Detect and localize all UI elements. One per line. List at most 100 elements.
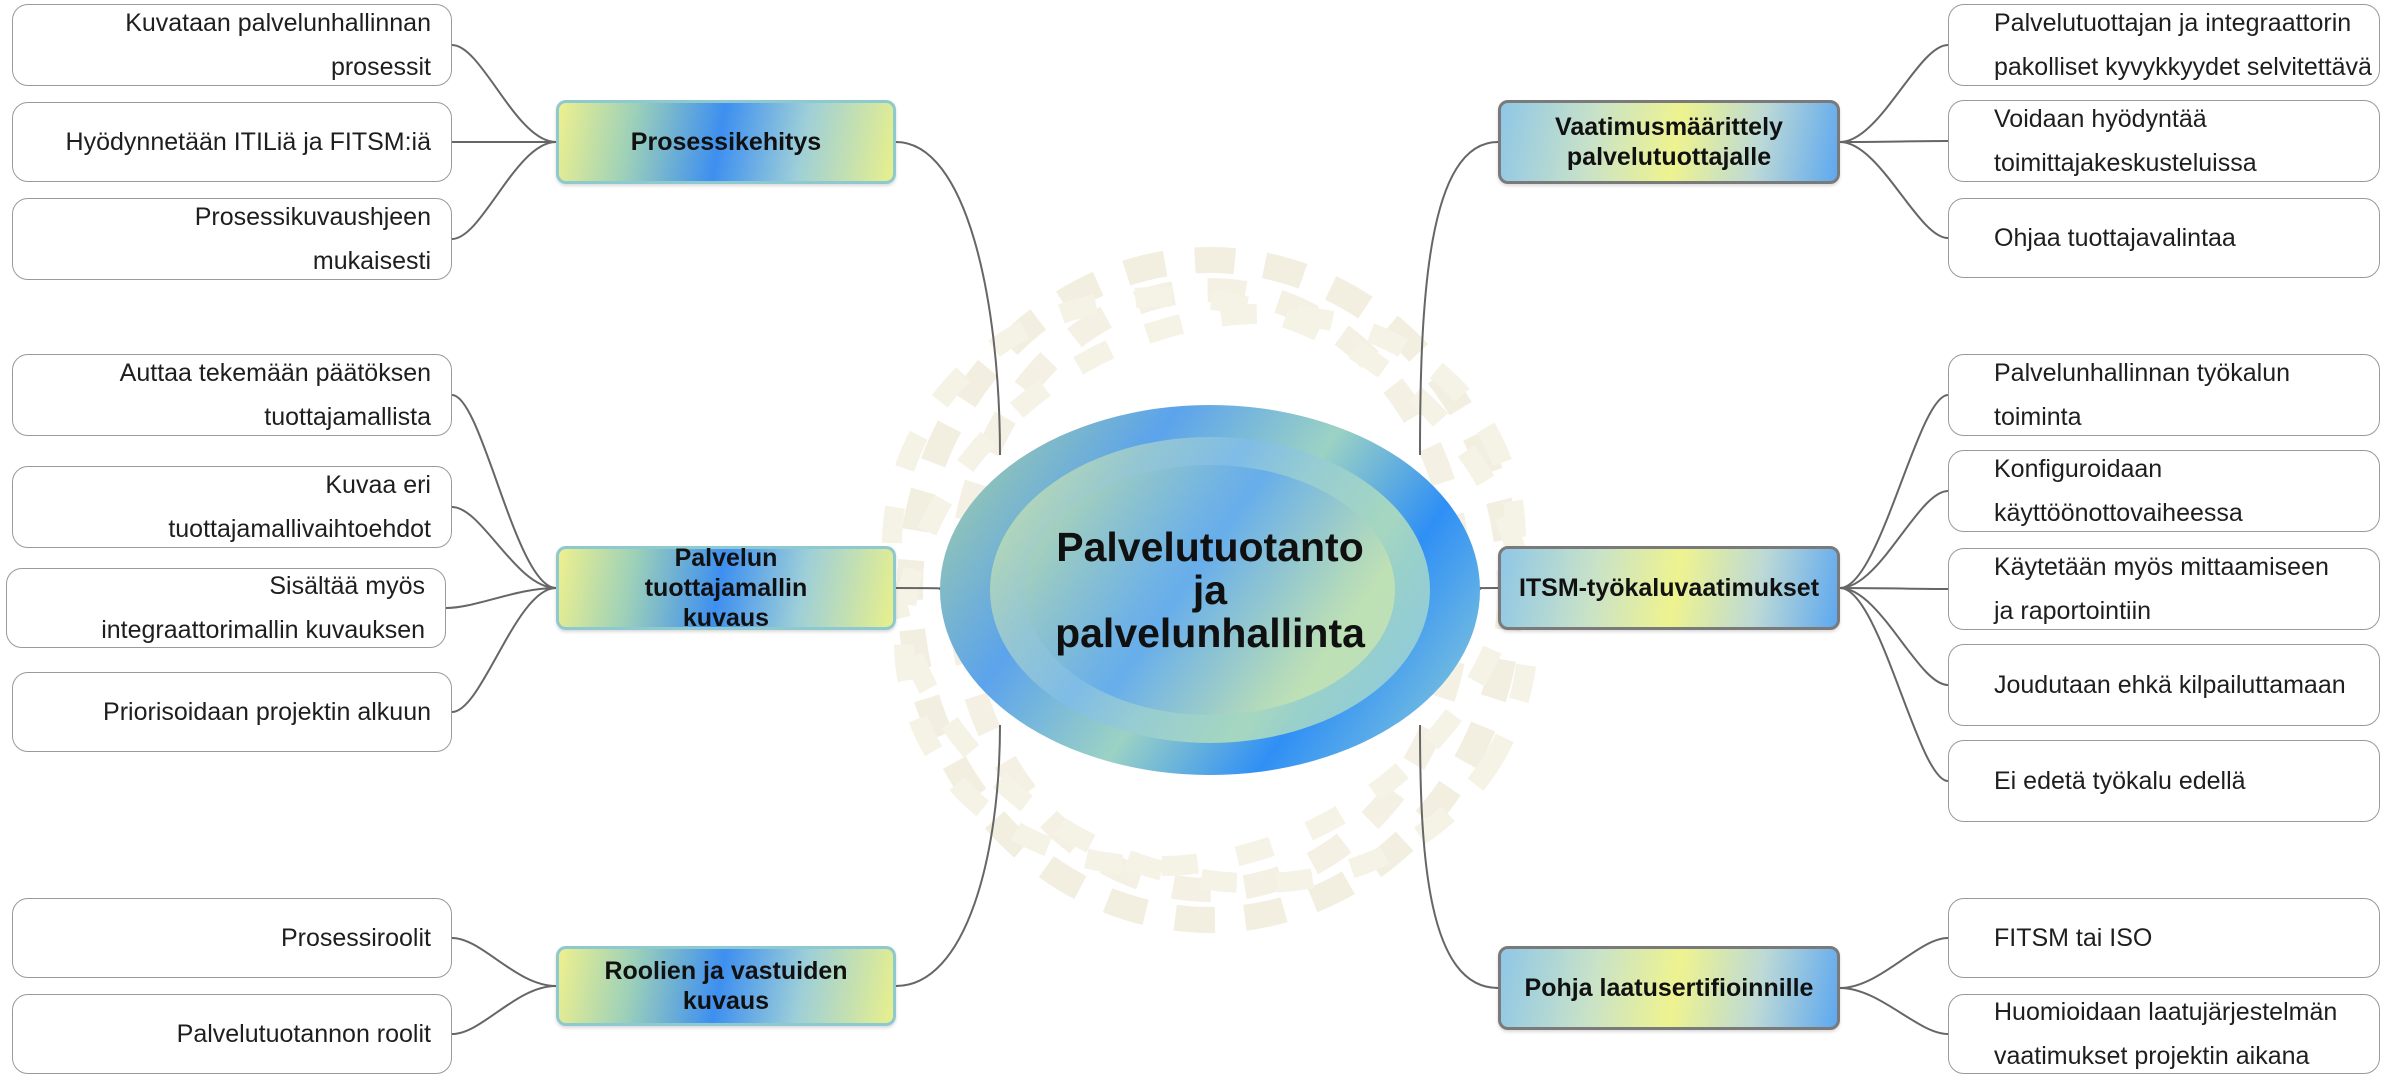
central-topic-line: Palvelutuotanto: [1056, 523, 1364, 570]
branch-label-line: Prosessikehitys: [630, 128, 822, 156]
leaf-text-line: Priorisoidaan projektin alkuun: [103, 698, 431, 726]
leaf-node[interactable]: Palvelutuotannon roolit: [12, 994, 452, 1074]
leaf-node[interactable]: Ohjaa tuottajavalintaa: [1948, 198, 2380, 278]
leaf-text-line: Käytetään myös mittaamiseen: [1994, 553, 2329, 581]
leaf-text-line: toiminta: [1994, 403, 2082, 431]
connector-line: [1839, 141, 1949, 239]
central-topic-title: Palvelutuotanto ja palvelunhallinta: [1055, 523, 1365, 656]
leaf-node[interactable]: Sisältää myös integraattorimallin kuvauks…: [6, 568, 446, 648]
branch-label-line: palvelutuottajalle: [1566, 143, 1772, 171]
leaf-node[interactable]: Hyödynnetään ITILiä ja FITSM:iä: [12, 102, 452, 182]
branch-label: Pohja laatusertifioinnille: [1525, 973, 1814, 1003]
connector-line: [895, 724, 1001, 987]
leaf-text-line: mukaisesti: [312, 247, 431, 275]
leaf-text-line: Konfiguroidaan: [1994, 455, 2163, 483]
central-topic-line: ja: [1192, 566, 1228, 613]
connector-line: [1839, 44, 1949, 143]
leaf-text-line: Voidaan hyödyntää: [1994, 105, 2207, 133]
branch-label-line: Roolien ja vastuiden kuvaus: [604, 957, 848, 1015]
leaf-node[interactable]: FITSM tai ISO: [1948, 898, 2380, 978]
branch-itsm[interactable]: ITSM-työkaluvaatimukset: [1498, 546, 1840, 630]
leaf-text-line: tuottajamallista: [264, 403, 431, 431]
branch-label: ITSM-työkaluvaatimukset: [1519, 573, 1819, 603]
leaf-text-line: Kuvataan palvelunhallinnan: [125, 9, 431, 37]
leaf-node[interactable]: Palvelunhallinnan työkalun toiminta: [1948, 354, 2380, 436]
branch-prosessikehitys[interactable]: Prosessikehitys: [556, 100, 896, 184]
leaf-node[interactable]: Kuvaa eri tuottajamallivaihtoehdot: [12, 466, 452, 548]
connector-line: [451, 587, 557, 713]
central-ring-inner: [1025, 465, 1395, 715]
branch-laatusertifiointi[interactable]: Pohja laatusertifioinnille: [1498, 946, 1840, 1030]
leaf-text-line: integraattorimallin kuvauksen: [101, 616, 425, 644]
leaf-text-line: Sisältää myös: [269, 572, 425, 600]
leaf-node[interactable]: Kuvataan palvelunhallinnan prosessit: [12, 4, 452, 86]
branch-label-line: Vaatimusmäärittely: [1555, 113, 1783, 141]
connector-line: [451, 985, 557, 1035]
leaf-text-line: Prosessikuvaushjeen: [194, 203, 431, 231]
leaf-text-line: Kuvaa eri: [325, 471, 431, 499]
branch-label: Prosessikehitys: [631, 127, 821, 157]
leaf-text-line: vaatimukset projektin aikana: [1994, 1042, 2310, 1070]
connector-line: [451, 937, 557, 987]
connector-line: [895, 141, 1001, 456]
leaf-text-line: Joudutaan ehkä kilpailuttamaan: [1994, 671, 2346, 699]
leaf-node[interactable]: Prosessikuvaushjeen mukaisesti: [12, 198, 452, 280]
connector-line: [1419, 724, 1499, 989]
leaf-text-line: Auttaa tekemään päätöksen: [119, 359, 431, 387]
leaf-text-line: Huomioidaan laatujärjestelmän: [1994, 998, 2338, 1026]
connector-line: [1839, 140, 1949, 143]
leaf-text-line: Prosessiroolit: [280, 924, 431, 952]
central-topic[interactable]: Palvelutuotanto ja palvelunhallinta: [940, 405, 1480, 775]
leaf-text-line: prosessit: [330, 53, 431, 81]
connector-line: [1839, 587, 1949, 590]
branch-label-line: Palvelun: [674, 544, 778, 572]
leaf-text-line: pakolliset kyvykkyydet selvitettävä: [1994, 53, 2372, 81]
connector-line: [1839, 394, 1949, 589]
leaf-text-line: Hyödynnetään ITILiä ja FITSM:iä: [65, 128, 431, 156]
branch-label: Roolien ja vastuiden kuvaus: [559, 956, 893, 1016]
connector-line: [451, 141, 557, 240]
connector-line: [1839, 987, 1949, 1035]
leaf-node[interactable]: Huomioidaan laatujärjestelmän vaatimukset…: [1948, 994, 2380, 1074]
branch-roolit[interactable]: Roolien ja vastuiden kuvaus: [556, 946, 896, 1026]
leaf-node[interactable]: Palvelutuottajan ja integraattorin pakoll…: [1948, 4, 2380, 86]
leaf-text-line: Ohjaa tuottajavalintaa: [1994, 224, 2236, 252]
leaf-text-line: tuottajamallivaihtoehdot: [168, 515, 431, 543]
leaf-text-line: Palvelunhallinnan työkalun: [1994, 359, 2291, 387]
connector-line: [1839, 490, 1949, 589]
connector-line: [1419, 141, 1499, 456]
leaf-node[interactable]: Priorisoidaan projektin alkuun: [12, 672, 452, 752]
connector-line: [451, 44, 557, 143]
connector-line: [451, 394, 557, 589]
branch-label-line: ITSM-työkaluvaatimukset: [1518, 574, 1820, 602]
central-topic-line: palvelunhallinta: [1055, 609, 1365, 656]
connector-line: [1839, 587, 1949, 782]
leaf-text-line: Ei edetä työkalu edellä: [1994, 767, 2246, 795]
connector-line: [451, 506, 557, 589]
branch-label-line: Pohja laatusertifioinnille: [1524, 974, 1814, 1002]
leaf-text-line: Palvelutuottajan ja integraattorin: [1994, 9, 2352, 37]
leaf-node[interactable]: Joudutaan ehkä kilpailuttamaan: [1948, 644, 2380, 726]
leaf-text-line: käyttöönottovaiheessa: [1994, 499, 2243, 527]
leaf-node[interactable]: Ei edetä työkalu edellä: [1948, 740, 2380, 822]
connector-line: [1839, 937, 1949, 989]
leaf-text-line: FITSM tai ISO: [1994, 924, 2153, 952]
leaf-node[interactable]: Käytetään myös mittaamiseen ja raportoint…: [1948, 548, 2380, 630]
leaf-text-line: Palvelutuotannon roolit: [176, 1020, 431, 1048]
connector-line: [1839, 587, 1949, 686]
leaf-text-line: ja raportointiin: [1994, 597, 2152, 625]
leaf-text-line: toimittajakeskusteluissa: [1994, 149, 2257, 177]
leaf-node[interactable]: Konfiguroidaan käyttöönottovaiheessa: [1948, 450, 2380, 532]
branch-label-line: kuvaus: [682, 604, 770, 632]
leaf-node[interactable]: Auttaa tekemään päätöksen tuottajamallist…: [12, 354, 452, 436]
leaf-node[interactable]: Voidaan hyödyntää toimittajakeskusteluiss…: [1948, 100, 2380, 182]
connector-line: [445, 587, 557, 609]
leaf-node[interactable]: Prosessiroolit: [12, 898, 452, 978]
branch-label-line: tuottajamallin: [644, 574, 808, 602]
